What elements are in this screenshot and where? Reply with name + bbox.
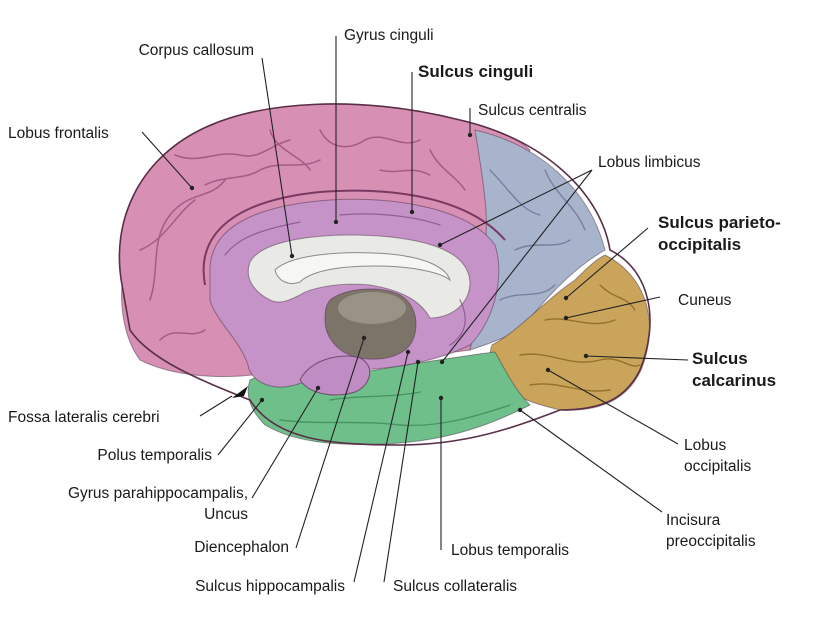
label-sulcus-centralis: Sulcus centralis xyxy=(478,102,587,119)
label-sulcus-parieto-occipitalis-line1: Sulcus parieto- xyxy=(658,213,781,232)
label-sulcus-calcarinus-line1: Sulcus xyxy=(692,349,748,368)
region-fornix xyxy=(274,252,452,284)
label-sulcus-calcarinus-line2: calcarinus xyxy=(692,371,776,390)
label-incisura-preoccipitalis-line1: Incisura xyxy=(666,512,721,529)
label-lobus-occipitalis-line1: Lobus xyxy=(684,437,726,454)
label-lobus-limbicus: Lobus limbicus xyxy=(598,154,701,171)
label-sulcus-cinguli: Sulcus cinguli xyxy=(418,62,533,81)
label-diencephalon: Diencephalon xyxy=(194,539,289,556)
leader-lines xyxy=(141,36,689,583)
label-gyrus-parahippocampalis-line2: Uncus xyxy=(204,506,248,523)
label-lobus-occipitalis-line2: occipitalis xyxy=(684,458,751,475)
label-corpus-callosum: Corpus callosum xyxy=(139,42,254,59)
label-gyrus-cinguli: Gyrus cinguli xyxy=(344,27,434,44)
labels: Corpus callosum Gyrus cinguli Sulcus cin… xyxy=(8,27,781,595)
region-uncus xyxy=(299,355,370,396)
label-sulcus-collateralis: Sulcus collateralis xyxy=(393,578,517,595)
label-cuneus: Cuneus xyxy=(678,292,732,309)
label-sulcus-parieto-occipitalis-line2: occipitalis xyxy=(658,235,741,254)
region-corpus-callosum xyxy=(247,234,471,319)
label-incisura-preoccipitalis-line2: preoccipitalis xyxy=(666,533,756,550)
label-lobus-frontalis: Lobus frontalis xyxy=(8,125,109,142)
label-lobus-temporalis: Lobus temporalis xyxy=(451,542,569,559)
label-gyrus-parahippocampalis-line1: Gyrus parahippocampalis, xyxy=(68,485,248,502)
label-polus-temporalis: Polus temporalis xyxy=(97,447,212,464)
label-sulcus-hippocampalis: Sulcus hippocampalis xyxy=(195,578,345,595)
brain-body xyxy=(118,103,651,446)
label-fossa-lateralis: Fossa lateralis cerebri xyxy=(8,409,160,426)
